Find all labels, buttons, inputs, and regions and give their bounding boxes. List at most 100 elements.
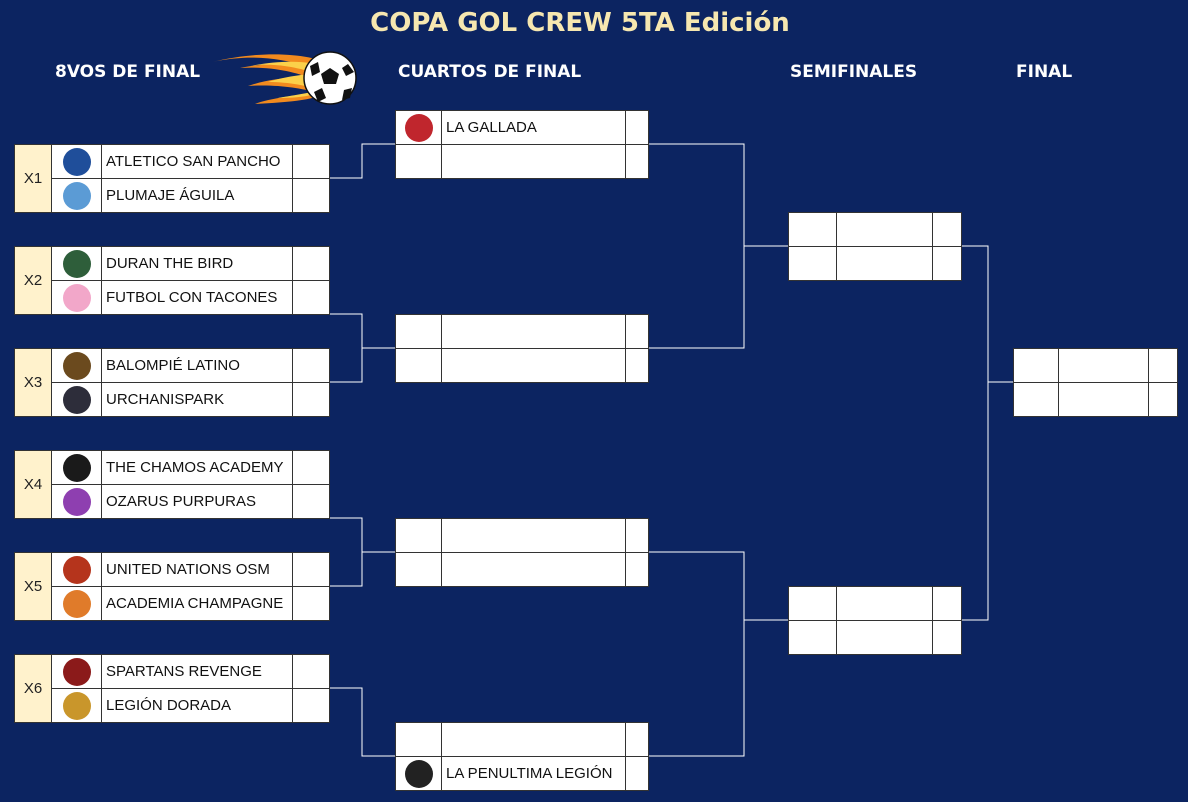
team-score — [292, 280, 330, 315]
team-name: ACADEMIA CHAMPAGNE — [101, 586, 293, 621]
round-label-sf: SEMIFINALES — [790, 62, 918, 82]
team-name: PLUMAJE ÁGUILA — [101, 178, 293, 213]
qf-logo-cell — [395, 348, 442, 383]
qf-team-score — [625, 110, 649, 145]
sf1-slot1-logo — [788, 212, 837, 247]
match-seed-label: X6 — [14, 654, 52, 723]
team-score — [292, 246, 330, 281]
qf-team-name — [441, 314, 626, 349]
team-logo-cell — [51, 688, 102, 723]
team-score — [292, 552, 330, 587]
chamos-academy-logo-icon — [62, 453, 91, 482]
team-score — [292, 144, 330, 179]
team-logo-cell — [51, 586, 102, 621]
spartans-revenge-logo-icon — [62, 657, 91, 686]
ozarus-purpuras-logo-icon — [62, 487, 91, 516]
team-name: FUTBOL CON TACONES — [101, 280, 293, 315]
qf-team-name — [441, 722, 626, 757]
qf-team-name — [441, 552, 626, 587]
sf1-slot2-score — [932, 246, 962, 281]
plumaje-aguila-logo-icon — [62, 181, 91, 210]
final-slot2-score — [1148, 382, 1178, 417]
qf-logo-cell — [395, 144, 442, 179]
final-slot1-score — [1148, 348, 1178, 383]
qf-team-score — [625, 144, 649, 179]
san-pancho-logo-icon — [62, 147, 91, 176]
final-slot2-logo — [1013, 382, 1059, 417]
futbol-con-tacones-logo-icon — [62, 283, 91, 312]
team-name: URCHANISPARK — [101, 382, 293, 417]
team-name: UNITED NATIONS OSM — [101, 552, 293, 587]
team-name: THE CHAMOS ACADEMY — [101, 450, 293, 485]
team-logo-cell — [51, 280, 102, 315]
final-slot2-team — [1058, 382, 1149, 417]
team-logo-cell — [51, 382, 102, 417]
team-score — [292, 450, 330, 485]
sf2-slot1-score — [932, 586, 962, 621]
team-score — [292, 178, 330, 213]
match-seed-label: X4 — [14, 450, 52, 519]
qf-team-name — [441, 144, 626, 179]
qf-team-name: LA GALLADA — [441, 110, 626, 145]
team-logo-cell — [51, 654, 102, 689]
qf-logo-cell — [395, 314, 442, 349]
qf-team-score — [625, 518, 649, 553]
team-name: SPARTANS REVENGE — [101, 654, 293, 689]
team-logo-cell — [51, 484, 102, 519]
team-name: BALOMPIÉ LATINO — [101, 348, 293, 383]
qf-team-name — [441, 518, 626, 553]
round-label-final: FINAL — [1016, 62, 1073, 82]
qf-logo-cell — [395, 518, 442, 553]
united-nations-osm-logo-icon — [62, 555, 91, 584]
sf2-slot2-logo — [788, 620, 837, 655]
team-score — [292, 586, 330, 621]
match-seed-label: X5 — [14, 552, 52, 621]
final-slot1-logo — [1013, 348, 1059, 383]
urchanispark-logo-icon — [62, 385, 91, 414]
sf1-slot1-score — [932, 212, 962, 247]
balompie-latino-logo-icon — [62, 351, 91, 380]
qf-team-score — [625, 348, 649, 383]
team-name: ATLETICO SAN PANCHO — [101, 144, 293, 179]
sf2-slot1-logo — [788, 586, 837, 621]
team-name: OZARUS PURPURAS — [101, 484, 293, 519]
match-seed-label: X2 — [14, 246, 52, 315]
qf-team-score — [625, 756, 649, 791]
qf-logo-cell — [395, 110, 442, 145]
match-seed-label: X1 — [14, 144, 52, 213]
fireball-soccer-icon — [212, 51, 357, 105]
team-logo-cell — [51, 552, 102, 587]
qf-logo-cell — [395, 756, 442, 791]
sf1-slot1-team — [836, 212, 933, 247]
match-seed-label: X3 — [14, 348, 52, 417]
round-label-r16: 8VOS DE FINAL — [55, 62, 201, 82]
team-name: DURAN THE BIRD — [101, 246, 293, 281]
academia-champagne-logo-icon — [62, 589, 91, 618]
qf-team-name: LA PENULTIMA LEGIÓN — [441, 756, 626, 791]
team-logo-cell — [51, 178, 102, 213]
sf1-slot2-team — [836, 246, 933, 281]
la-gallada-logo-icon — [404, 113, 433, 142]
round-label-qf: CUARTOS DE FINAL — [398, 62, 582, 82]
team-logo-cell — [51, 246, 102, 281]
team-logo-cell — [51, 450, 102, 485]
qf-logo-cell — [395, 552, 442, 587]
team-score — [292, 484, 330, 519]
sf2-slot1-team — [836, 586, 933, 621]
sf2-slot2-score — [932, 620, 962, 655]
duran-the-bird-logo-icon — [62, 249, 91, 278]
team-score — [292, 348, 330, 383]
sf1-slot2-logo — [788, 246, 837, 281]
final-slot1-team — [1058, 348, 1149, 383]
team-score — [292, 382, 330, 417]
qf-team-name — [441, 348, 626, 383]
tournament-title: COPA GOL CREW 5TA Edición — [370, 8, 790, 38]
la-penultima-legion-logo-icon — [404, 759, 433, 788]
qf-logo-cell — [395, 722, 442, 757]
sf2-slot2-team — [836, 620, 933, 655]
qf-team-score — [625, 314, 649, 349]
team-logo-cell — [51, 348, 102, 383]
team-score — [292, 688, 330, 723]
team-name: LEGIÓN DORADA — [101, 688, 293, 723]
legion-dorada-logo-icon — [62, 691, 91, 720]
